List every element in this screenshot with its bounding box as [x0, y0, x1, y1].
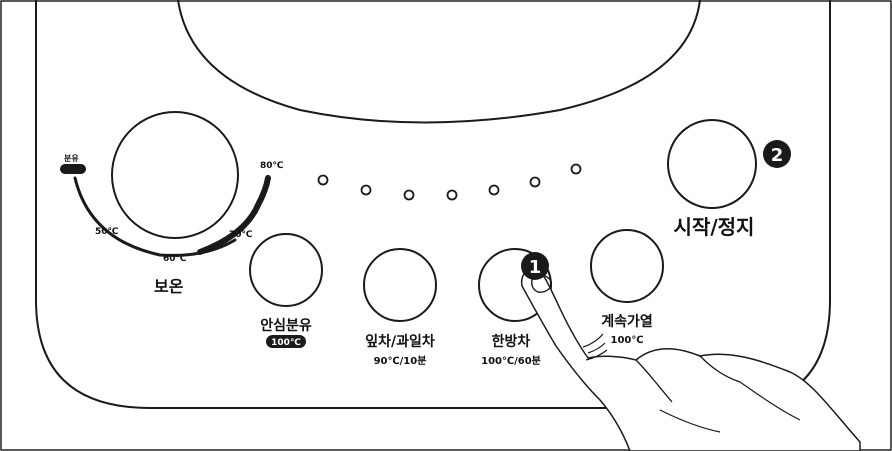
button-tea-fruit[interactable]: 잎차/과일차 90℃/10분 [363, 248, 437, 367]
button-continuous[interactable]: 계속가열 100℃ [590, 229, 664, 346]
knuckle-crease [585, 349, 608, 361]
indicator-light [317, 174, 329, 186]
step-1-badge: 1 [521, 252, 549, 280]
kettle-lid-arc [177, 0, 701, 124]
keep-warm-label: 보온 [154, 277, 184, 296]
safe-formula-sub-badge [266, 335, 306, 348]
continuous-heat-button[interactable] [590, 229, 664, 303]
tea-fruit-button[interactable] [363, 248, 437, 322]
indicator-light [529, 176, 541, 188]
indicator-light [403, 189, 415, 201]
continuous-heat-label: 계속가열 [601, 313, 653, 330]
keep-warm-dial: 분유 50℃ 60℃ 70℃ 80℃ 보온 [60, 111, 284, 296]
step-1-number: 1 [529, 257, 542, 278]
button-safe-formula[interactable]: 안심분유 100℃ [249, 233, 323, 348]
step-2-badge: 2 [763, 140, 791, 168]
formula-label: 분유 [64, 154, 79, 163]
continuous-heat-sub-label: 100℃ [611, 335, 644, 346]
indicator-light [446, 189, 458, 201]
panel-outline [35, 0, 831, 409]
indicator-light [570, 163, 582, 175]
safe-formula-sub-label: 100℃ [271, 338, 301, 348]
herbal-label: 한방차 [492, 333, 531, 350]
start-stop-button[interactable] [667, 119, 757, 209]
tea-fruit-label: 잎차/과일차 [365, 334, 435, 350]
indicator-light [488, 184, 500, 196]
step-2-number: 2 [771, 145, 784, 166]
temp-label-80: 80℃ [260, 161, 284, 171]
hand-contour [635, 359, 673, 403]
indicator-lights [317, 163, 582, 201]
knuckle-crease [587, 342, 606, 354]
hand-contour [699, 355, 741, 383]
safe-formula-button[interactable] [249, 233, 323, 307]
temp-label-70: 70℃ [229, 230, 253, 240]
start-stop-label: 시작/정지 [674, 215, 755, 239]
herbal-sub-label: 100℃/60분 [481, 355, 541, 367]
button-start-stop[interactable]: 시작/정지 [667, 119, 757, 239]
temp-scale-thick-arc [197, 175, 271, 255]
hand-contour [659, 409, 721, 433]
temp-label-50: 50℃ [95, 227, 119, 237]
knuckle-crease [582, 333, 604, 348]
keep-warm-button[interactable] [111, 111, 239, 239]
hand-contour [739, 381, 801, 421]
formula-indicator-pill [60, 164, 86, 174]
finger-illustration [520, 268, 861, 451]
safe-formula-label: 안심분유 [260, 317, 312, 334]
temp-label-60: 60℃ [163, 254, 187, 264]
tea-fruit-sub-label: 90℃/10분 [374, 355, 427, 367]
indicator-light [360, 184, 372, 196]
